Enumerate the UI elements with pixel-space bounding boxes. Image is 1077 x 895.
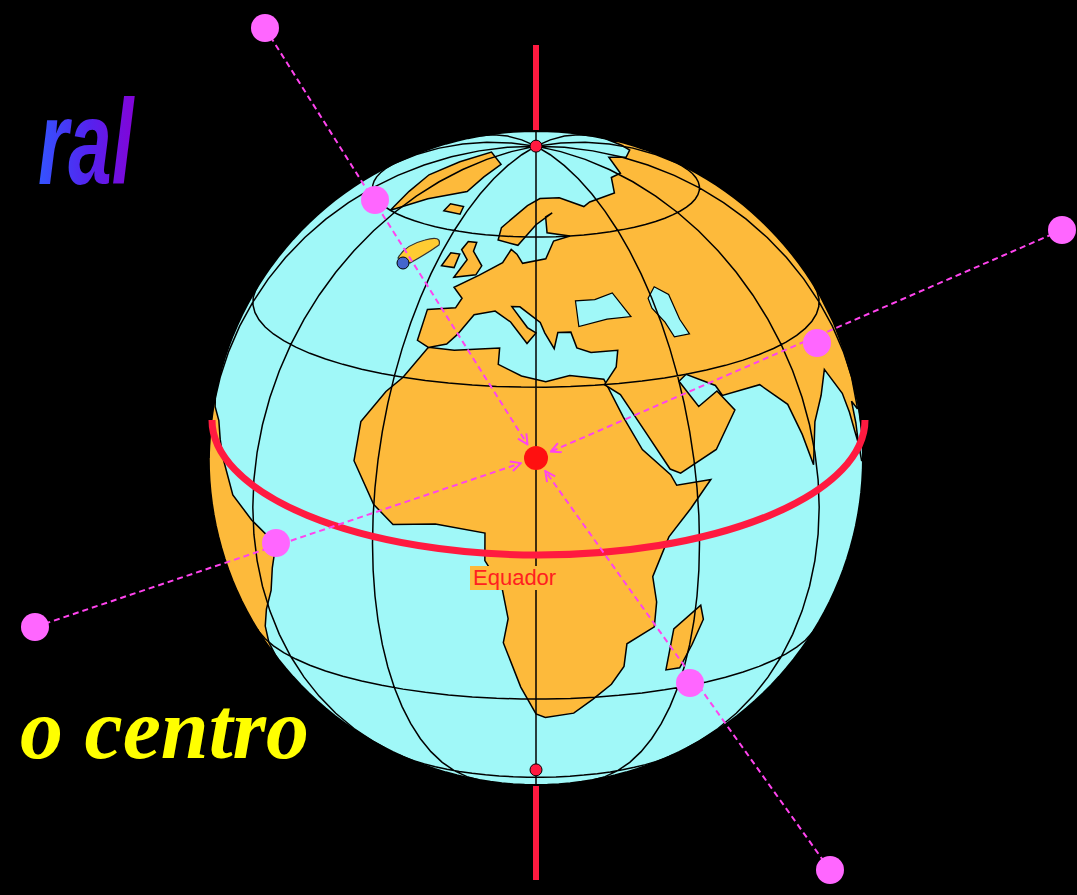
mass-dot [361, 186, 389, 214]
gravity-line [35, 463, 521, 627]
mass-dot [803, 329, 831, 357]
mass-dot [676, 669, 704, 697]
mass-dot [1048, 216, 1076, 244]
inland-sea [648, 287, 689, 337]
inland-sea [575, 293, 631, 327]
gravity-line [265, 28, 527, 444]
gravity-line [545, 471, 830, 870]
mass-dot [816, 856, 844, 884]
mass-dot [251, 14, 279, 42]
equator-label: Equador [470, 566, 559, 590]
title-fragment: ral [38, 82, 141, 202]
land [209, 393, 278, 659]
land [417, 138, 861, 474]
subtitle-fragment: o centro [20, 686, 317, 772]
gravity-line [551, 230, 1062, 452]
center-dot [524, 446, 548, 470]
land [444, 204, 464, 215]
land [441, 253, 459, 268]
pole-dot [530, 764, 542, 776]
observer-dot [397, 257, 409, 269]
land [666, 605, 703, 670]
mass-dot [21, 613, 49, 641]
pole-dot [530, 140, 542, 152]
mass-dot [262, 529, 290, 557]
